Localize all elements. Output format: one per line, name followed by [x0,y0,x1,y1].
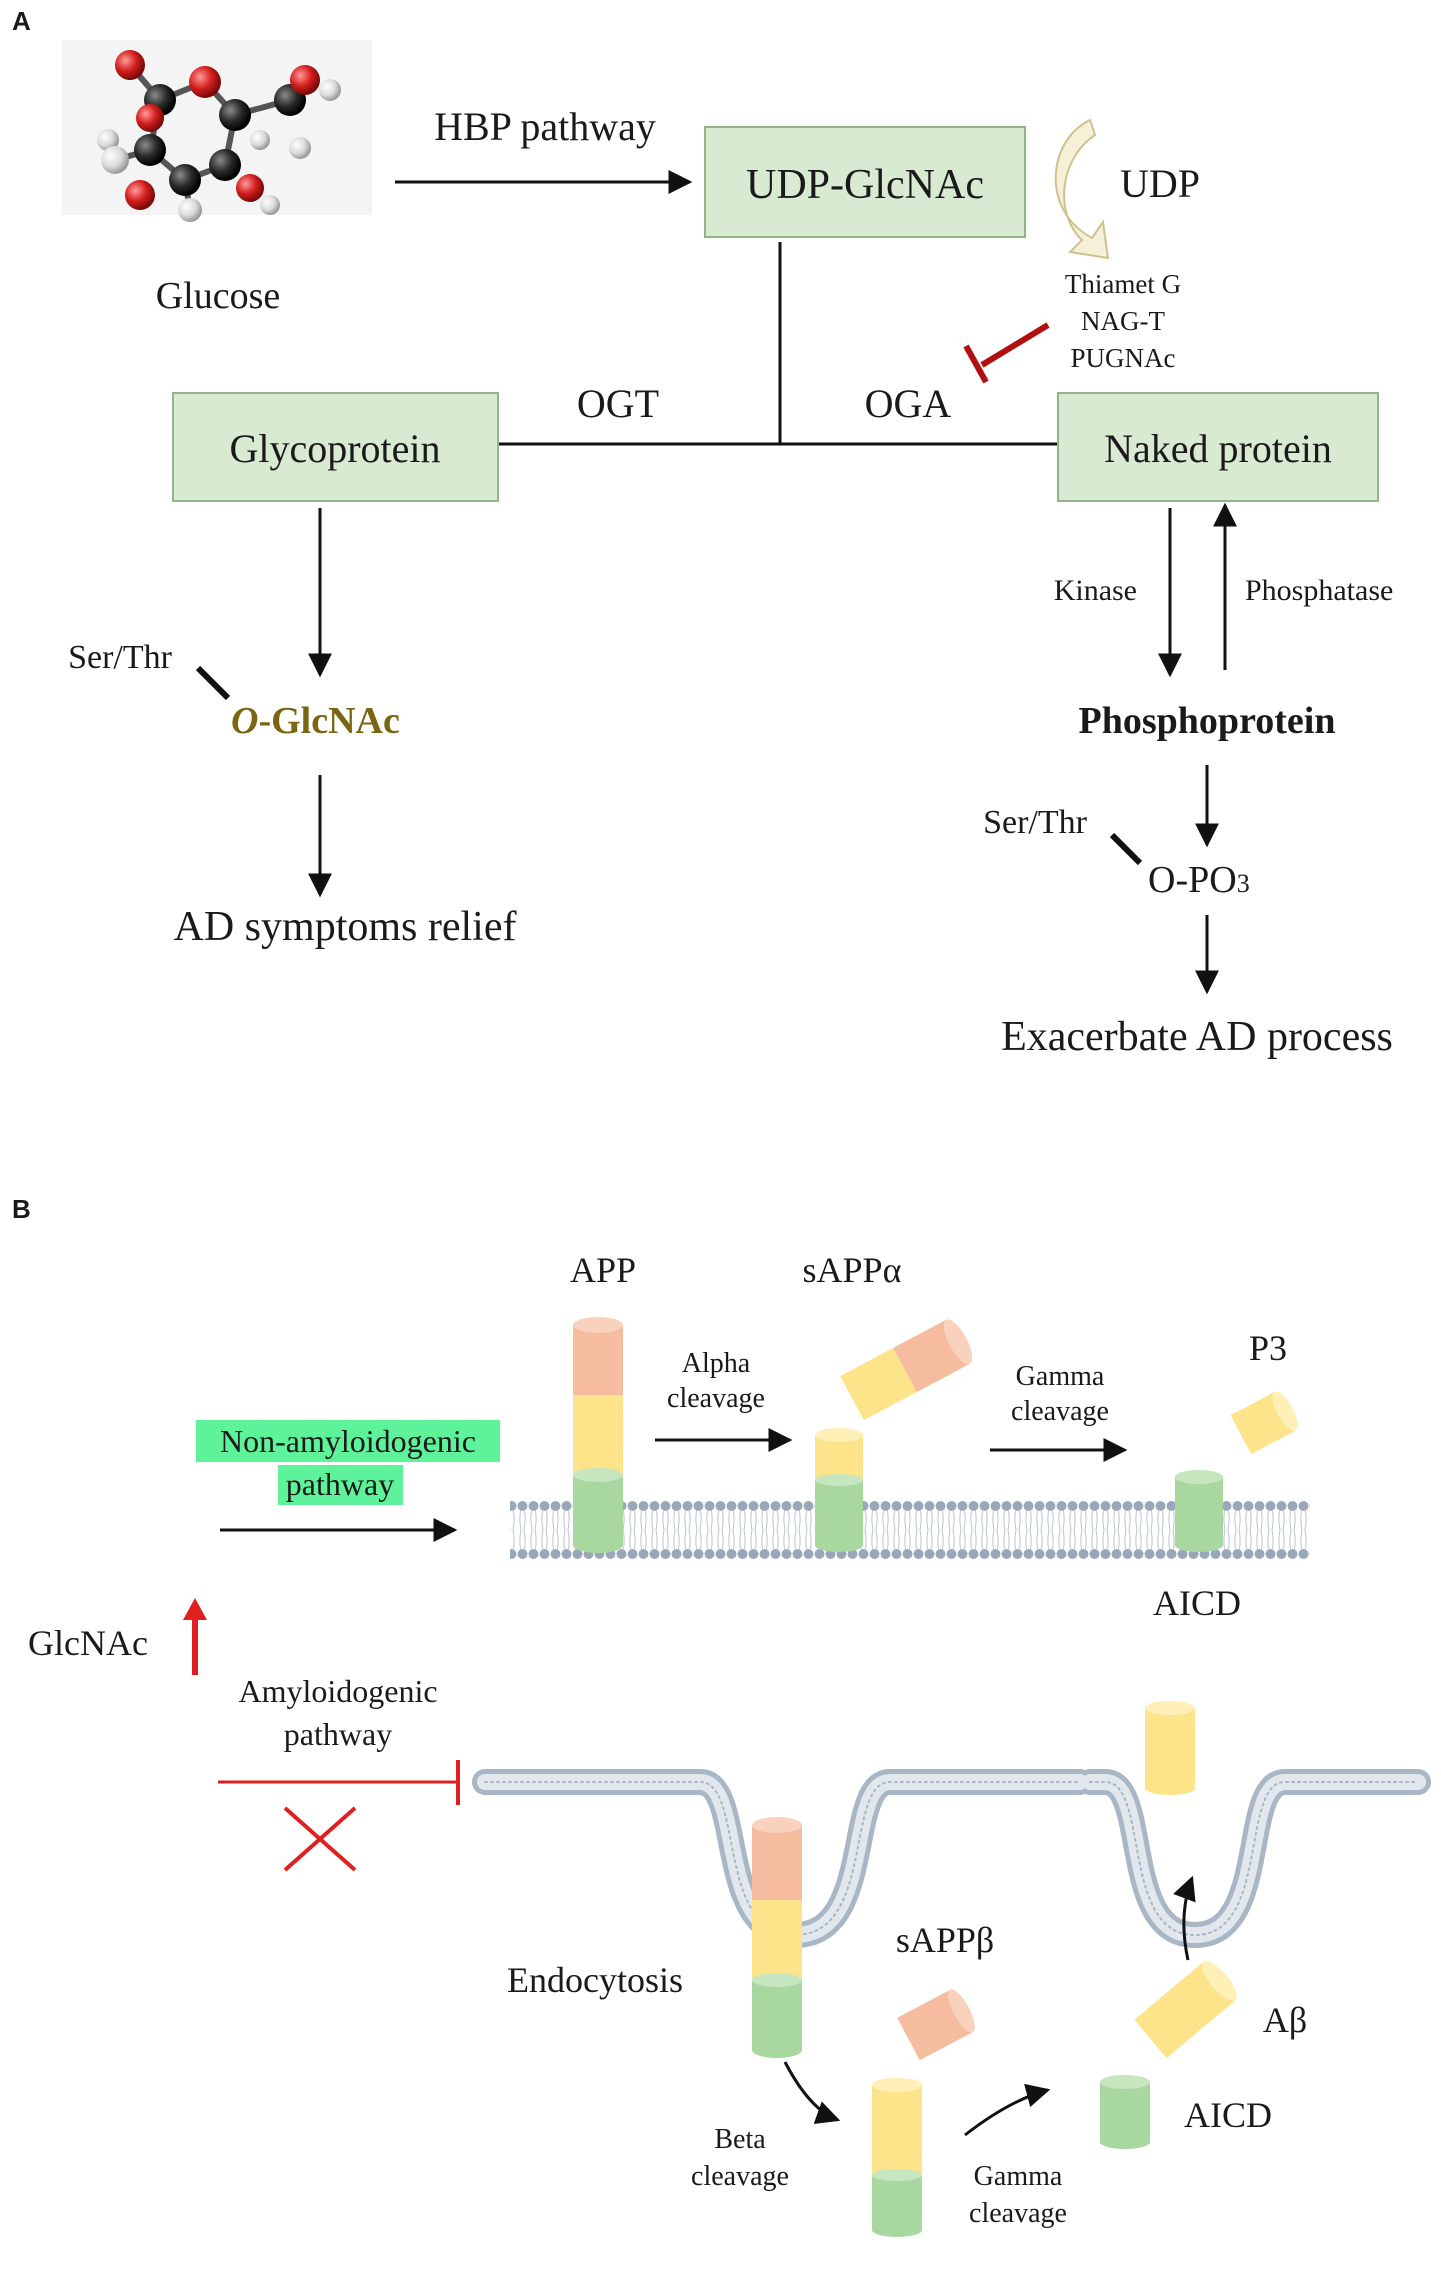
ser-thr-right-bond [1109,832,1143,866]
non-amyloidogenic-highlight-2 [278,1465,403,1505]
phosphoprotein-label: Phosphoprotein [1079,700,1336,742]
udp-release-arrow-icon [1054,118,1110,260]
c83-fragment [815,1428,863,1552]
cross-icon [283,1806,357,1872]
panel-a-label: A [12,6,31,36]
abeta-fragment [1134,1961,1237,2059]
inhibitor-pugnac: PUGNAc [1071,343,1176,373]
ogt-label: OGT [577,381,659,426]
glycoprotein-box: Glycoprotein [172,392,499,502]
ad-exacerbate-label: Exacerbate AD process [1001,1014,1393,1060]
plasma-membrane-bottom [472,1769,1431,1949]
beta-cleavage-arrow [783,2061,841,2125]
beta-cleavage-line2: cleavage [691,2161,789,2192]
sapp-beta-fragment [897,1989,975,2061]
non-amyloidogenic-highlight-1 [196,1420,500,1462]
gamma-cleavage-top-line2: cleavage [1011,1396,1109,1427]
p3-fragment [1230,1391,1298,1455]
gamma-cleavage-top-line1: Gamma [1016,1361,1105,1392]
abeta-secretion-arrow [1173,1875,1196,1961]
gamma-cleavage-bottom-arrow [964,2083,1051,2137]
panel-b-label: B [12,1194,31,1224]
aicd-bottom-fragment [1100,2075,1150,2149]
gamma-cleavage-bottom-line1: Gamma [974,2161,1063,2192]
sapp-alpha-fragment [840,1319,973,1421]
amyloidogenic-line1: Amyloidogenic [238,1673,437,1709]
gamma-cleavage-bottom-line2: cleavage [969,2198,1067,2229]
opo3-sub: 3 [1237,869,1250,898]
aicd-top-fragment [1175,1470,1223,1552]
naked-protein-box: Naked protein [1057,392,1379,502]
glucose-label: Glucose [156,275,281,317]
opo3-label: O-PO3 [1148,859,1250,901]
abeta-label: Aβ [1263,2000,1307,2040]
o-glcnac-suffix: -GlcNAc [258,700,399,742]
kinase-label: Kinase [1054,574,1137,607]
o-glcnac-prefix: O [231,700,258,742]
app-endocytosed-protein [752,1817,802,2058]
o-glcnac-label: O-GlcNAc [231,700,400,742]
inhibition-bar-icon [963,322,1050,384]
opo3-main: O-PO [1148,859,1237,901]
p3-label: P3 [1249,1328,1287,1368]
sapp-beta-label: sAPPβ [896,1920,994,1960]
ser-thr-left-label: Ser/Thr [68,639,173,676]
sapp-alpha-label: sAPPα [803,1250,902,1290]
phosphatase-label: Phosphatase [1245,574,1393,607]
ser-thr-left-bond [195,665,231,701]
abeta-vesicle-fragment [1145,1701,1195,1795]
udp-glcnac-box: UDP-GlcNAc [704,126,1026,238]
app-label: APP [570,1250,636,1290]
non-amyloidogenic-line1: Non-amyloidogenic [220,1423,476,1459]
oga-label: OGA [865,381,952,426]
inhibitor-thiamet-g: Thiamet G [1065,269,1181,299]
amyloidogenic-line2: pathway [284,1716,392,1752]
glucose-molecule-icon [62,40,372,222]
alpha-cleavage-line1: Alpha [682,1348,751,1379]
app-full-protein [573,1317,623,1553]
ser-thr-right-label: Ser/Thr [983,804,1088,841]
naked-protein-label: Naked protein [1104,426,1332,471]
udp-glcnac-label: UDP-GlcNAc [746,162,984,208]
glcnac-increase-arrow-icon [183,1598,207,1675]
aicd-bottom-label: AICD [1184,2095,1272,2135]
amyloidogenic-block-icon [218,1760,460,1805]
glcnac-label: GlcNAc [28,1623,148,1663]
beta-cleavage-line1: Beta [714,2124,766,2155]
glycoprotein-label: Glycoprotein [229,426,440,471]
udp-label: UDP [1120,161,1200,206]
c99-fragment [872,2078,922,2237]
inhibitor-nag-t: NAG-T [1081,306,1165,336]
ad-relief-label: AD symptoms relief [174,904,517,950]
non-amyloidogenic-line2: pathway [286,1466,394,1502]
aicd-top-label: AICD [1153,1583,1241,1623]
endocytosis-label: Endocytosis [507,1960,683,2000]
alpha-cleavage-line2: cleavage [667,1383,765,1414]
hbp-pathway-label: HBP pathway [434,104,656,149]
